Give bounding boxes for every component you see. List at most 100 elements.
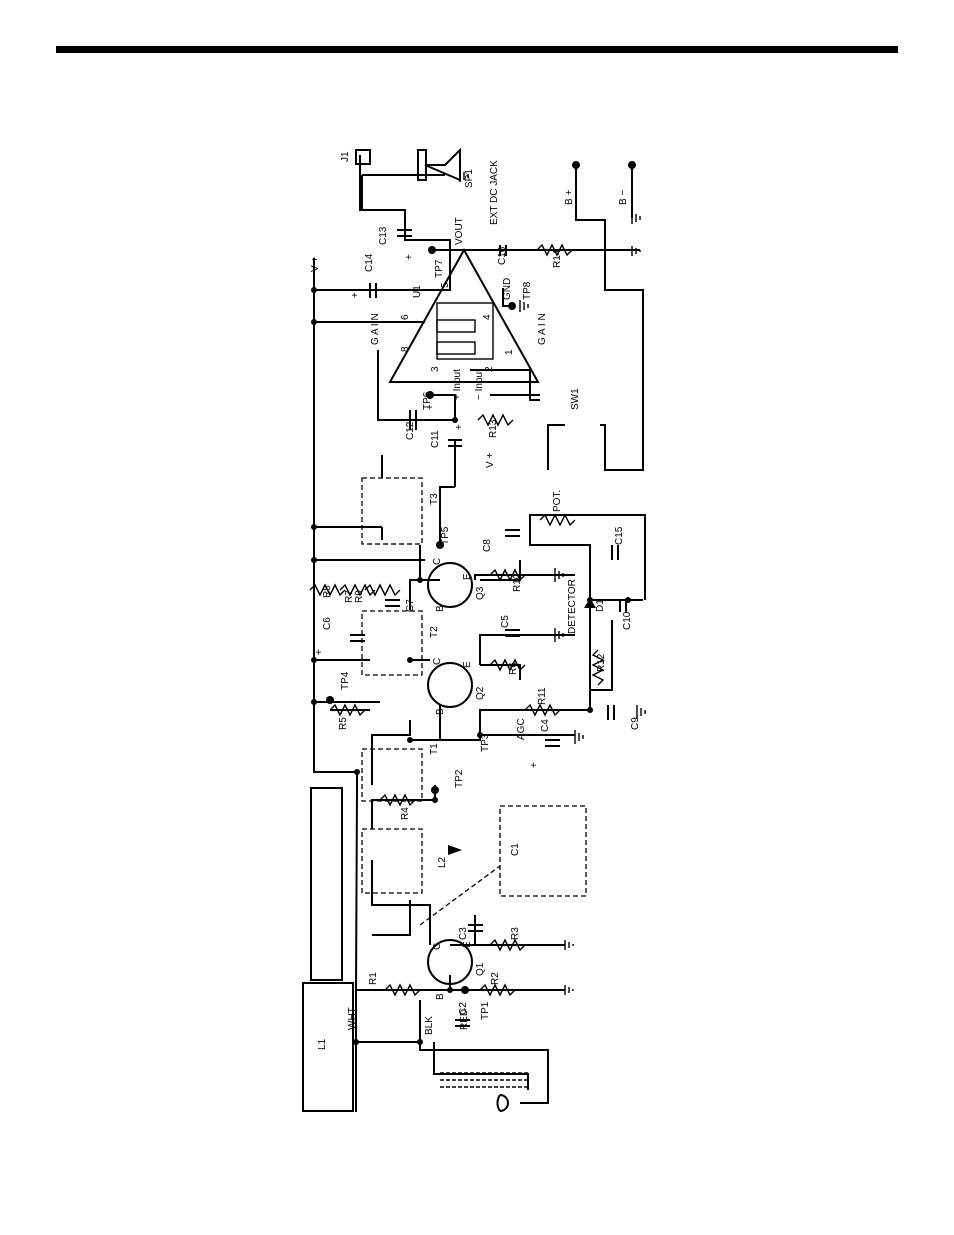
label-vplus-sw: V + [485,453,496,468]
label-plus-c12: + [425,404,436,410]
label-q1-b: B [435,993,446,1000]
label-plus-input: + Input [452,369,463,400]
label-c10: C10 [622,611,633,630]
label-pin1: 1 [504,349,515,355]
label-c12: C12 [405,421,416,440]
label-q2-e: E [462,661,473,668]
label-r7: R7 [344,590,355,603]
label-detector: DETECTOR [567,579,578,634]
label-vplus-top: V + [310,257,321,272]
label-r6: R6 [508,662,519,675]
label-pin2: 2 [484,366,495,372]
label-blk: BLK [424,1016,435,1035]
label-q1-e: E [462,941,473,948]
label-c6: C6 [322,617,333,630]
label-l1: L1 [317,1038,328,1050]
label-tp2: TP2 [454,769,465,788]
arrow-icon [448,845,462,855]
label-agc: AGC [516,718,527,740]
label-q3: Q3 [475,586,486,600]
label-q2-c: C [432,658,443,665]
label-r12: R12 [596,653,607,672]
label-r9: R9 [354,590,365,603]
label-r1: R1 [368,972,379,985]
label-c8: C8 [482,539,493,552]
label-c3: C3 [458,927,469,940]
ground-symbols [459,170,646,995]
label-plus-c14: + [350,292,361,298]
label-gain-top: G A I N [370,313,381,345]
label-r5: R5 [338,717,349,730]
label-tp7: TP7 [434,259,445,278]
wiring [302,155,646,1112]
label-c2: C2 [458,1002,469,1015]
label-u1: U1 [412,285,423,298]
label-sp1: SP1 [464,169,475,188]
label-pin3: 3 [430,366,441,372]
capacitors [350,229,627,1027]
label-r11: R11 [537,687,548,705]
label-c16: C16 [497,246,508,265]
label-c15: C15 [614,526,625,545]
label-pin8: 8 [400,346,411,352]
label-r14: R14 [552,249,563,268]
junction-dots [311,161,636,1045]
label-c1: C1 [510,843,521,856]
label-gnd: GND [502,278,513,300]
label-sw1: SW1 [570,388,581,410]
label-tp8: TP8 [522,281,533,300]
label-c13: C13 [378,226,389,245]
label-q1: Q1 [475,962,486,976]
label-r3: R3 [510,927,521,940]
label-pot: POT. [552,490,563,512]
label-tp5: TP5 [440,526,451,545]
label-c4: C4 [540,719,551,732]
label-gain-bot: G A I N [537,313,548,345]
label-pin4: 4 [482,314,493,320]
amplifier-u1 [388,247,540,383]
label-c9: C9 [630,717,641,730]
label-b-minus: B − [618,190,629,205]
label-wht: WHT [347,1007,358,1030]
transistors [427,562,473,985]
label-ext-dc-jack: EXT DC JACK [489,160,500,225]
label-r10: R10 [512,573,523,592]
label-r8: R8 [322,585,333,598]
label-plus-c13: + [404,254,415,260]
label-d1: D1 [595,599,606,612]
label-q3-e: E [462,573,473,580]
label-b-plus: B + [564,190,575,205]
label-r13: R13 [488,419,499,438]
component-labels: L1 WHT BLK RED TP1 TP2 TP3 TP4 TP5 TP6 T… [310,151,641,1050]
label-r2: R2 [490,972,501,985]
label-tp6: TP6 [422,391,433,410]
label-tp3: TP3 [480,733,491,752]
label-minus-input: − Input [474,369,485,400]
label-plus-c11: + [454,424,465,430]
label-pin5: 5 [440,282,451,288]
label-q2-b: B [435,708,446,715]
label-c7: C7 [405,599,416,612]
label-r4: R4 [400,807,411,820]
label-l2: L2 [437,856,448,868]
label-q3-b: B [435,605,446,612]
label-q2: Q2 [475,686,486,700]
speaker-jack [355,147,461,210]
label-c11: C11 [430,430,441,448]
resistors [309,243,605,997]
label-red: RED [459,1009,470,1030]
label-pin6: 6 [400,314,411,320]
label-t2: T2 [429,626,440,638]
label-c5: C5 [500,615,511,628]
label-t1: T1 [429,743,440,755]
label-q1-c: C [432,943,443,950]
label-t3: T3 [429,493,440,505]
label-c14: C14 [364,253,375,272]
label-plus-c4: + [529,762,540,768]
label-tp1: TP1 [480,1001,491,1020]
label-q3-c: C [432,558,443,565]
label-plus-c6: + [314,649,325,655]
label-tp4: TP4 [340,671,351,690]
label-vout: VOUT [454,217,465,245]
